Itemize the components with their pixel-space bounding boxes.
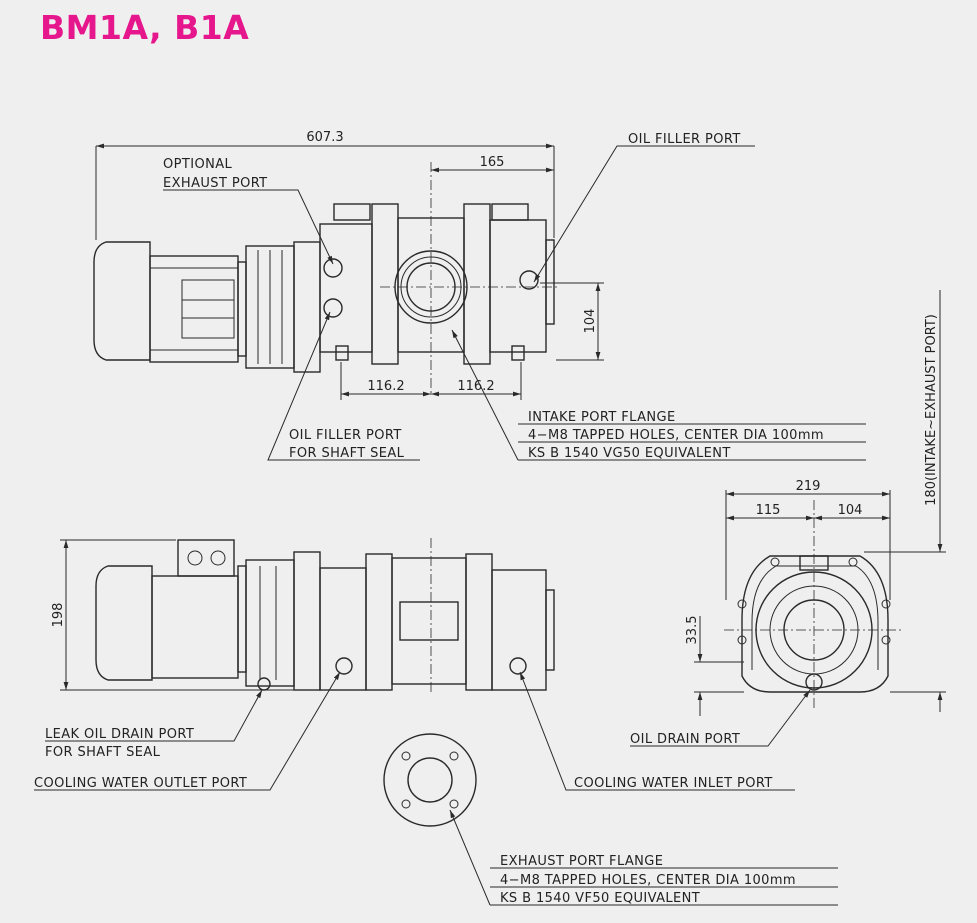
label-intake-flange-2: 4−M8 TAPPED HOLES, CENTER DIA 100mm	[528, 428, 824, 443]
top-motor	[93, 241, 247, 363]
label-optional-1: OPTIONAL	[163, 157, 232, 172]
dim-overall-length: 607.3	[306, 130, 343, 145]
side-view: 198 LEAK OIL DRAIN PORT FOR SHAFT SEAL C…	[34, 538, 795, 791]
dim-right-half: 116.2	[457, 379, 494, 394]
dim-left-half: 116.2	[367, 379, 404, 394]
label-oil-filler-shaft-2: FOR SHAFT SEAL	[289, 446, 405, 461]
label-intake-flange-1: INTAKE PORT FLANGE	[528, 410, 676, 425]
label-leak-oil-1: LEAK OIL DRAIN PORT	[45, 727, 194, 742]
dim-port-span: 180(INTAKE~EXHAUST PORT)	[924, 314, 939, 506]
flange-view: EXHAUST PORT FLANGE 4−M8 TAPPED HOLES, C…	[383, 733, 838, 906]
dim-end-right: 104	[838, 503, 863, 518]
label-leak-oil-2: FOR SHAFT SEAL	[45, 745, 161, 760]
label-intake-flange-3: KS B 1540 VG50 EQUIVALENT	[528, 446, 731, 461]
dim-flange-offset: 165	[480, 155, 505, 170]
side-coupling	[245, 551, 321, 691]
dim-drain-height: 33.5	[685, 616, 700, 645]
side-pump-body	[257, 553, 555, 691]
label-oil-filler-shaft-1: OIL FILLER PORT	[289, 428, 402, 443]
label-optional-2: EXHAUST PORT	[163, 176, 268, 191]
dim-intake-height: 104	[583, 309, 598, 334]
label-cooling-inlet: COOLING WATER INLET PORT	[574, 776, 773, 791]
top-pump-body	[319, 203, 555, 365]
top-coupling	[245, 241, 321, 373]
label-exhaust-flange-3: KS B 1540 VF50 EQUIVALENT	[500, 891, 700, 906]
label-exhaust-flange-2: 4−M8 TAPPED HOLES, CENTER DIA 100mm	[500, 873, 796, 888]
top-view: 607.3 165 116.2 116.2 104 OPTIONAL EXHAU…	[93, 130, 866, 461]
dim-side-height: 198	[51, 603, 66, 628]
label-oil-filler-port: OIL FILLER PORT	[628, 132, 741, 147]
page-title: BM1A, B1A	[40, 8, 250, 47]
label-exhaust-flange-1: EXHAUST PORT FLANGE	[500, 854, 663, 869]
dim-end-width: 219	[796, 479, 821, 494]
end-view: 219 115 104 33.5 180(INTAKE~EXHAUST PORT…	[630, 290, 946, 747]
dim-end-left: 115	[756, 503, 781, 518]
side-motor	[95, 539, 247, 681]
label-cooling-outlet: COOLING WATER OUTLET PORT	[34, 776, 247, 791]
label-oil-drain: OIL DRAIN PORT	[630, 732, 740, 747]
